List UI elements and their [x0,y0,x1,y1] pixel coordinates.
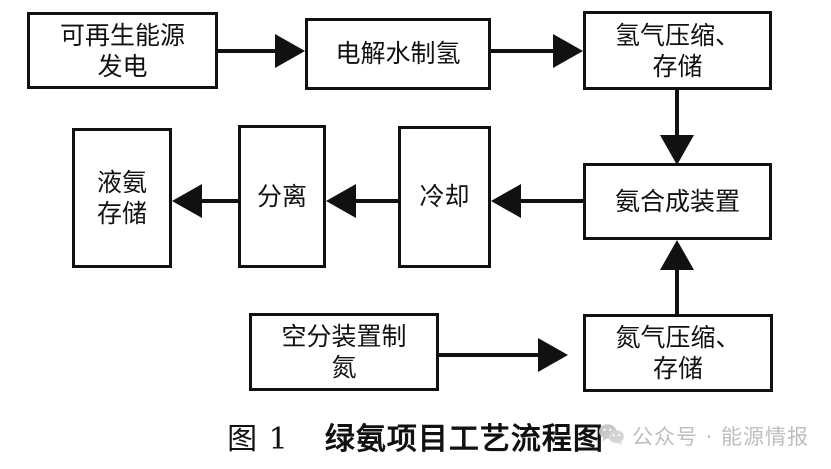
node-air-separation-n2: 空分装置制 氮 [249,313,439,391]
node-cooling: 冷却 [398,126,491,268]
node-separation: 分离 [238,125,326,268]
edge-airsep-to-n2storage-line [439,353,549,357]
node-label: 氢气压缩、 存储 [614,20,740,81]
node-label: 空分装置制 氮 [281,322,407,382]
figure-number: 图 1 [227,422,289,457]
edge-n2storage-to-synthesis-arrowhead [660,240,694,270]
watermark-text: 公众号 · 能源情报 [632,425,810,449]
edge-cooling-to-separation-line [355,199,400,203]
edge-renewable-to-electrolysis-line [218,49,288,53]
edge-renewable-to-electrolysis-arrowhead [275,34,305,68]
wechat-icon [598,423,625,450]
node-label: 可再生能源 发电 [59,20,185,81]
figure-caption: 图 1 绿氨项目工艺流程图 [0,414,831,458]
node-water-electrolysis: 电解水制氢 [305,18,491,90]
node-label: 电解水制氢 [335,39,461,69]
edge-airsep-to-n2storage-arrowhead [538,338,568,372]
edge-cooling-to-separation-arrowhead [326,184,356,218]
edge-synthesis-to-cooling-arrowhead [491,184,521,218]
edge-synthesis-to-cooling-line [520,199,585,203]
node-liquid-ammonia-storage: 液氨 存储 [72,128,172,268]
node-h2-compress-store: 氢气压缩、 存储 [583,11,772,90]
node-n2-compress-store: 氮气压缩、 存储 [583,314,773,392]
edge-n2storage-to-synthesis-line [675,265,679,315]
edge-electrolysis-to-h2storage-arrowhead [553,34,583,68]
edge-h2storage-to-synthesis-arrowhead [660,135,694,165]
node-ammonia-synthesis: 氨合成装置 [583,163,772,240]
node-renewable-power: 可再生能源 发电 [27,12,218,89]
edge-separation-to-ammoniastorage-line [201,199,240,203]
node-label: 分离 [256,181,307,211]
edge-electrolysis-to-h2storage-line [491,49,566,53]
node-label: 氨合成装置 [614,186,740,216]
node-label: 氮气压缩、 存储 [615,323,741,383]
watermark: 公众号 · 能源情报 [598,421,809,451]
node-label: 冷却 [419,182,470,212]
edge-separation-to-ammoniastorage-arrowhead [172,184,202,218]
node-label: 液氨 存储 [96,168,147,228]
figure-title: 绿氨项目工艺流程图 [324,422,604,457]
edge-h2storage-to-synthesis-line [675,90,679,148]
